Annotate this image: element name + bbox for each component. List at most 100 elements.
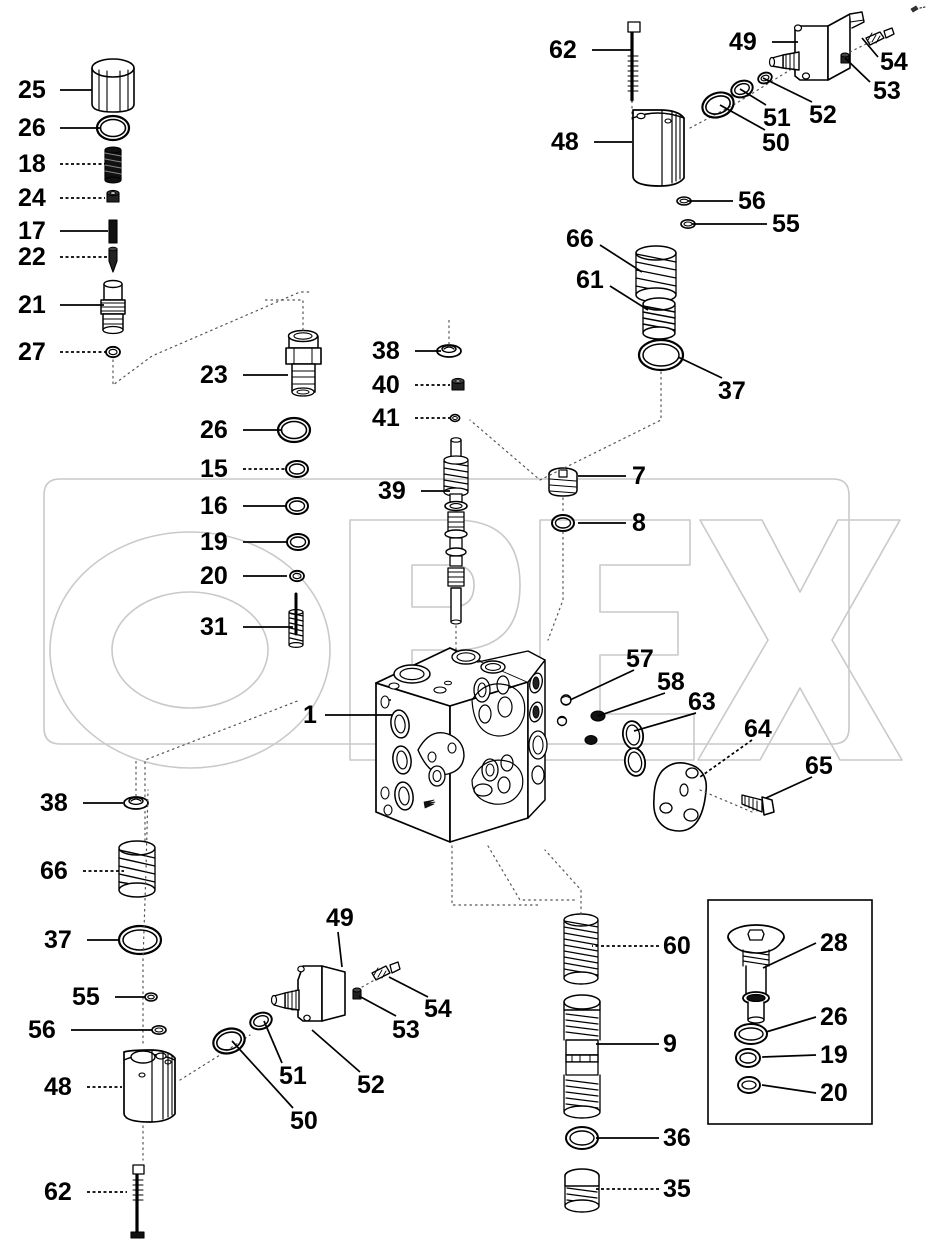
callout-label-50: 50 (290, 1107, 318, 1135)
callout-label-52: 52 (809, 101, 837, 129)
callout-label-26: 26 (820, 1003, 848, 1031)
callout-label-62: 62 (549, 36, 577, 64)
leader-line-51 (739, 88, 767, 106)
part-61-spring (642, 297, 676, 340)
leader-line-54 (388, 976, 429, 998)
callout-label-37: 37 (44, 926, 72, 954)
callout-label-19: 19 (200, 528, 228, 556)
part-63-orings (621, 720, 647, 777)
part-9-cartridge (563, 994, 601, 1119)
part-48a-housing (632, 109, 685, 187)
callout-label-28: 28 (820, 929, 848, 957)
callout-label-31: 31 (200, 613, 228, 641)
part-49b-solenoid (270, 965, 346, 1022)
leader-line-58 (597, 692, 666, 717)
part-18-spring (104, 146, 122, 184)
callout-label-54: 54 (424, 995, 452, 1023)
callout-label-48: 48 (551, 128, 579, 156)
leader-line-50 (719, 104, 766, 131)
callout-label-56: 56 (28, 1016, 56, 1044)
callout-label-7: 7 (632, 462, 646, 490)
callout-label-40: 40 (372, 371, 400, 399)
callout-label-51: 51 (279, 1062, 307, 1090)
part-23-valve-cartridge (285, 329, 322, 397)
callout-label-35: 35 (663, 1175, 691, 1203)
part-39-spool (443, 437, 469, 625)
callout-label-26: 26 (18, 114, 46, 142)
callout-label-57: 57 (626, 645, 654, 673)
callout-label-39: 39 (378, 477, 406, 505)
callout-label-66: 66 (566, 225, 594, 253)
callout-label-65: 65 (805, 752, 833, 780)
part-66b-spring (118, 840, 156, 898)
part-19b-oring (735, 1048, 761, 1068)
callout-label-53: 53 (873, 77, 901, 105)
callout-label-66: 66 (40, 857, 68, 885)
callout-label-38: 38 (40, 789, 68, 817)
callout-label-55: 55 (772, 210, 800, 238)
part-38a-washer (436, 344, 462, 358)
callout-label-56: 56 (738, 187, 766, 215)
leader-line-37 (677, 356, 723, 379)
leader-line-53 (358, 995, 397, 1017)
part-62a-bolt (627, 21, 641, 102)
callout-label-62: 62 (44, 1178, 72, 1206)
callout-label-23: 23 (200, 361, 228, 389)
leader-line-49 (337, 931, 343, 968)
callout-label-54: 54 (880, 48, 908, 76)
part-58b-pin (584, 735, 598, 745)
detail-inset-box (707, 899, 873, 1125)
leader-line-61 (609, 285, 649, 311)
callout-label-27: 27 (18, 338, 46, 366)
callout-label-18: 18 (18, 150, 46, 178)
callout-label-49: 49 (326, 904, 354, 932)
leader-line-19 (761, 1054, 817, 1058)
part-17-pin (108, 219, 118, 244)
part-38b-washer (123, 796, 149, 810)
part-20b-oring (737, 1076, 761, 1094)
part-55b-ring (144, 992, 158, 1002)
callout-label-21: 21 (18, 291, 46, 319)
callout-label-1: 1 (303, 701, 317, 729)
callout-label-17: 17 (18, 217, 46, 245)
callout-label-19: 19 (820, 1041, 848, 1069)
part-1-valve-body (375, 647, 548, 843)
leader-line-53 (844, 57, 871, 83)
callout-label-26: 26 (200, 416, 228, 444)
part-57b-screw (556, 715, 568, 727)
callout-label-38: 38 (372, 337, 400, 365)
part-25-cap (91, 58, 135, 113)
leader-line-57 (569, 669, 635, 701)
callout-label-20: 20 (200, 562, 228, 590)
callout-label-51: 51 (763, 104, 791, 132)
part-57-screw (560, 694, 572, 706)
leader-line-54 (861, 37, 879, 58)
callout-label-15: 15 (200, 455, 228, 483)
callout-label-52: 52 (357, 1071, 385, 1099)
part-28-bolt (727, 924, 785, 1024)
leader-line-66 (599, 244, 643, 273)
callout-label-49: 49 (729, 28, 757, 56)
callout-label-36: 36 (663, 1124, 691, 1152)
part-35-plug (564, 1168, 600, 1213)
leader-line-28 (762, 942, 817, 969)
part-26c-oring (734, 1023, 768, 1045)
part-60-spring (563, 913, 599, 985)
leader-line-50 (231, 1040, 294, 1109)
part-64-cover-plate (652, 762, 708, 832)
leader-line-52 (762, 77, 813, 103)
part-22-poppet (108, 246, 118, 273)
callout-label-20: 20 (820, 1079, 848, 1107)
part-7-plug (548, 467, 578, 497)
leader-line-52 (311, 1029, 361, 1073)
part-40-plug (451, 377, 465, 391)
callout-label-64: 64 (744, 715, 772, 743)
part-37b-oring (117, 924, 163, 956)
callout-label-25: 25 (18, 76, 46, 104)
part-31-spring (288, 592, 304, 648)
callout-label-58: 58 (657, 668, 685, 696)
callout-label-60: 60 (663, 932, 691, 960)
